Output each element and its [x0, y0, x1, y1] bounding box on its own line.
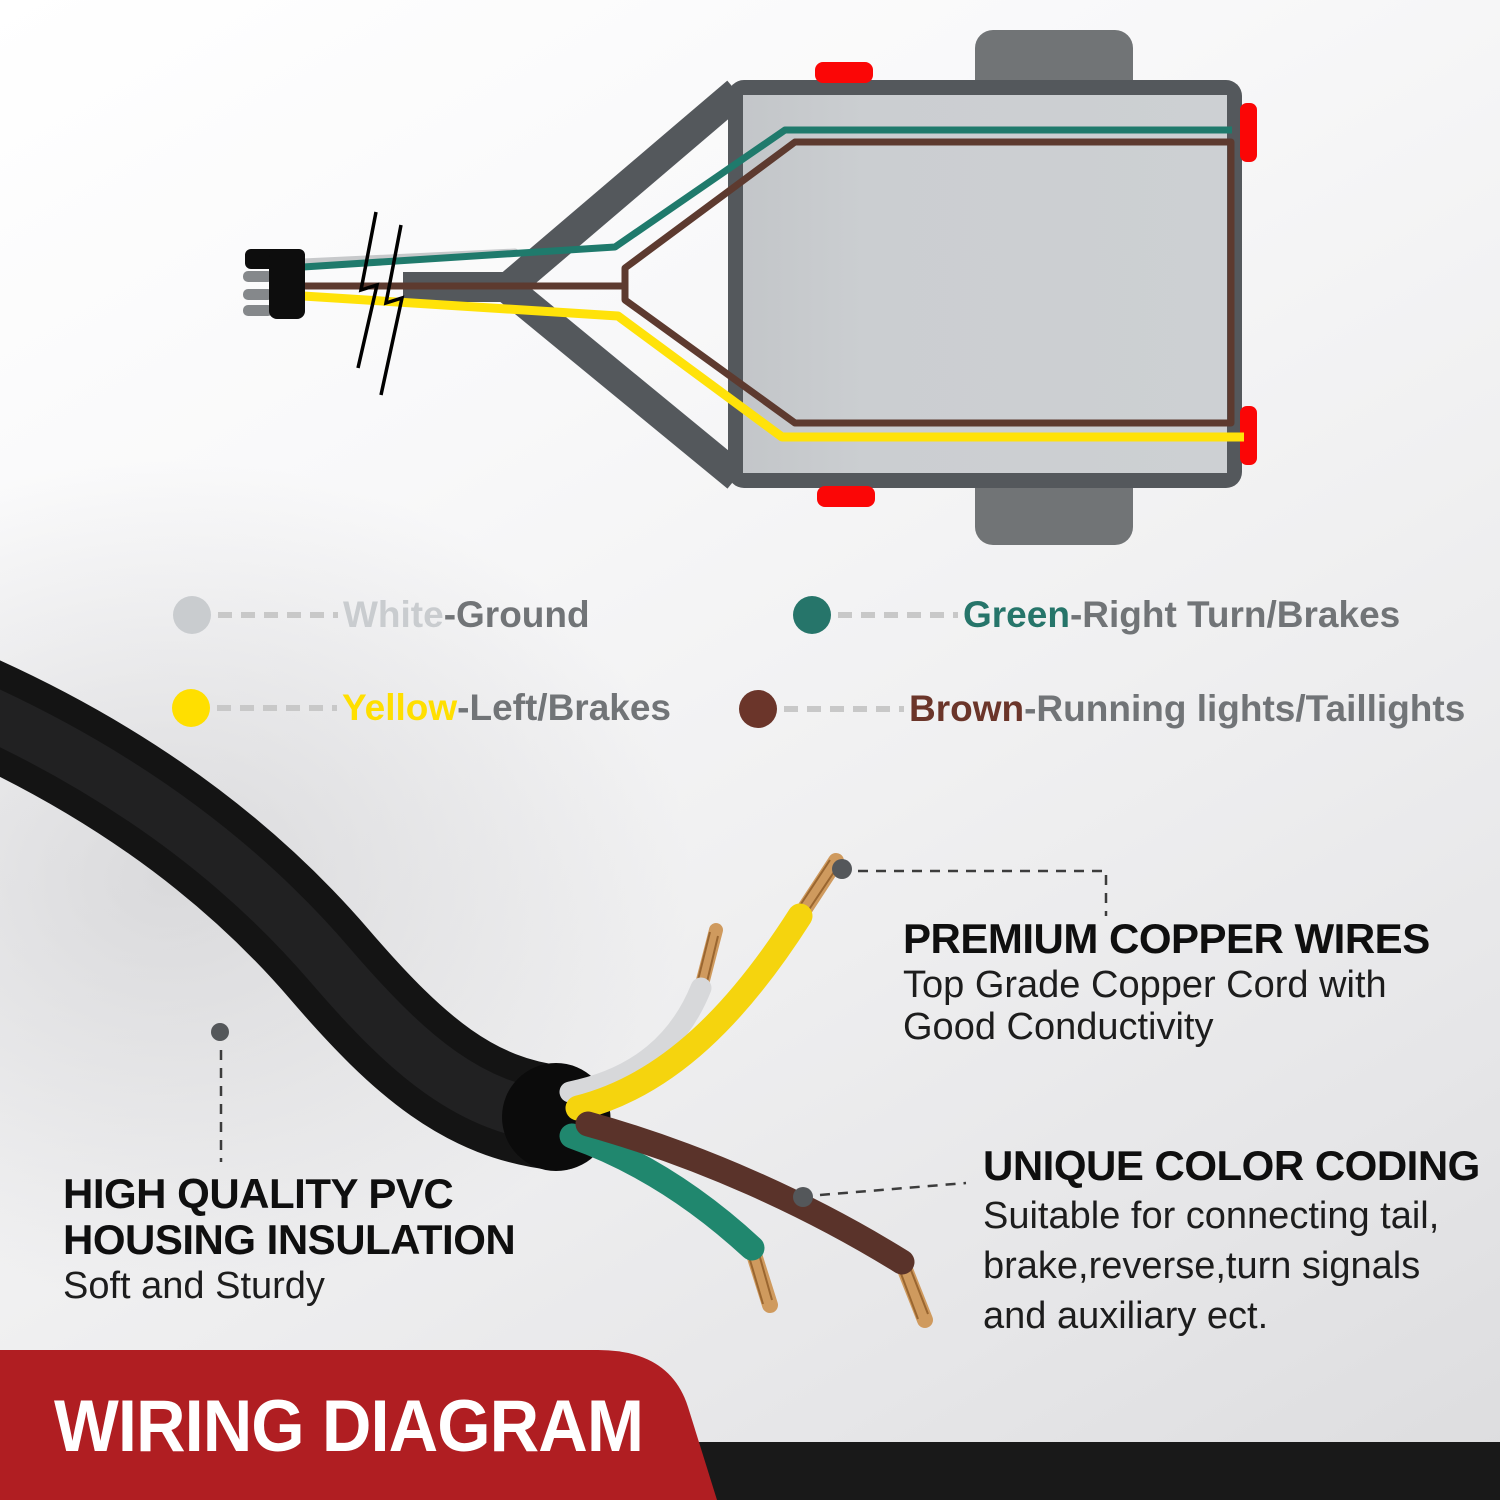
wire-function-label: -Right Turn/Brakes [1069, 594, 1401, 635]
marker-lights [815, 62, 1257, 507]
trailer-body-deck [743, 95, 1227, 473]
green-insulation [559, 1123, 765, 1261]
yellow-wire-strand [565, 853, 844, 1121]
callout-line-unique [819, 1181, 967, 1197]
legend-dash-line [784, 706, 904, 712]
break-mark-right [379, 224, 405, 396]
wiring-diagram-banner [0, 1350, 717, 1500]
banner-title: WIRING DIAGRAM [54, 1386, 644, 1467]
white-wire-strand [559, 923, 723, 1103]
callout-title: HOUSING INSULATION [63, 1216, 516, 1263]
wire-color-word: Green [963, 594, 1070, 635]
green-wire-dot-icon [793, 596, 831, 634]
cable-break-marks [356, 211, 405, 396]
brown-insulation [575, 1111, 915, 1275]
a-frame-upper-beam [497, 80, 747, 300]
break-mark-left [356, 211, 380, 369]
wire-function-label: -Left/Brakes [457, 687, 672, 728]
callout-line-premium [858, 869, 1108, 916]
legend-dash-line [217, 705, 337, 711]
callout-dot-pvc [211, 1023, 229, 1041]
white-wire-dot-icon [173, 596, 211, 634]
legend-item-brown: Brown-Running lights/Taillights [739, 688, 1465, 730]
wire-color-word: Yellow [342, 687, 458, 728]
legend-label: Brown-Running lights/Taillights [909, 688, 1465, 730]
callout-unique-color-coding: UNIQUE COLOR CODING Suitable for connect… [983, 1141, 1480, 1341]
connector-body [269, 249, 305, 319]
brown-wire-dot-icon [739, 690, 777, 728]
callout-body-line: Good Conductivity [903, 1006, 1214, 1048]
legend-item-yellow: Yellow-Left/Brakes [172, 687, 671, 729]
wire-color-word: White [343, 594, 444, 635]
callout-title: HIGH QUALITY PVC [63, 1170, 454, 1217]
yellow-wire-dot-icon [172, 689, 210, 727]
callout-pvc-insulation: HIGH QUALITY PVC HOUSING INSULATION Soft… [63, 1170, 516, 1309]
wire-function-label: -Running lights/Taillights [1024, 688, 1466, 729]
marker-light-right-bottom [1240, 406, 1257, 465]
legend-dash-line [838, 612, 958, 618]
callout-title: UNIQUE COLOR CODING [983, 1142, 1480, 1189]
brown-wire-strand [575, 1111, 933, 1328]
legend-label: White-Ground [343, 594, 590, 636]
connector-pin [243, 305, 273, 316]
callout-premium-copper: PREMIUM COPPER WIRES Top Grade Copper Co… [903, 914, 1430, 1048]
white-insulation [559, 977, 712, 1103]
callout-body-line: brake,reverse,turn signals [983, 1245, 1421, 1287]
green-right-turn-wire [302, 126, 1232, 271]
a-frame-lower-beam [497, 276, 747, 489]
callout-dot-premium [832, 859, 852, 879]
cable-illustration [0, 660, 1108, 1328]
marker-light-top [815, 62, 873, 83]
legend-item-white: White-Ground [173, 594, 590, 636]
legend-label: Yellow-Left/Brakes [342, 687, 671, 729]
callout-title: PREMIUM COPPER WIRES [903, 915, 1430, 962]
yellow-insulation [565, 903, 813, 1121]
legend-item-green: Green-Right Turn/Brakes [793, 594, 1400, 636]
brown-running-lights-wire [621, 138, 1235, 427]
marker-light-right-top [1240, 103, 1257, 162]
wire-function-label: -Ground [443, 594, 590, 635]
legend-label: Green-Right Turn/Brakes [963, 594, 1400, 636]
connector-pins [243, 271, 273, 316]
trailer-diagram [243, 30, 1257, 545]
wire-color-word: Brown [909, 688, 1025, 729]
callout-body-line: and auxiliary ect. [983, 1295, 1269, 1337]
callout-body-line: Top Grade Copper Cord with [903, 964, 1387, 1006]
callout-dot-unique [793, 1187, 813, 1207]
copper-strand-lines [696, 931, 719, 987]
connector-pin [243, 289, 273, 300]
marker-light-bottom [817, 486, 875, 507]
yellow-left-turn-wire [302, 291, 1244, 442]
callout-body-line: Soft and Sturdy [63, 1265, 325, 1307]
cable-sheen [0, 689, 584, 1144]
copper-strand-lines [796, 859, 839, 915]
connector-4pin [243, 249, 305, 319]
callout-body-line: Suitable for connecting tail, [983, 1195, 1440, 1237]
legend-dash-line [218, 612, 338, 618]
green-wire-strand [559, 1123, 778, 1313]
connector-pin [243, 271, 273, 282]
